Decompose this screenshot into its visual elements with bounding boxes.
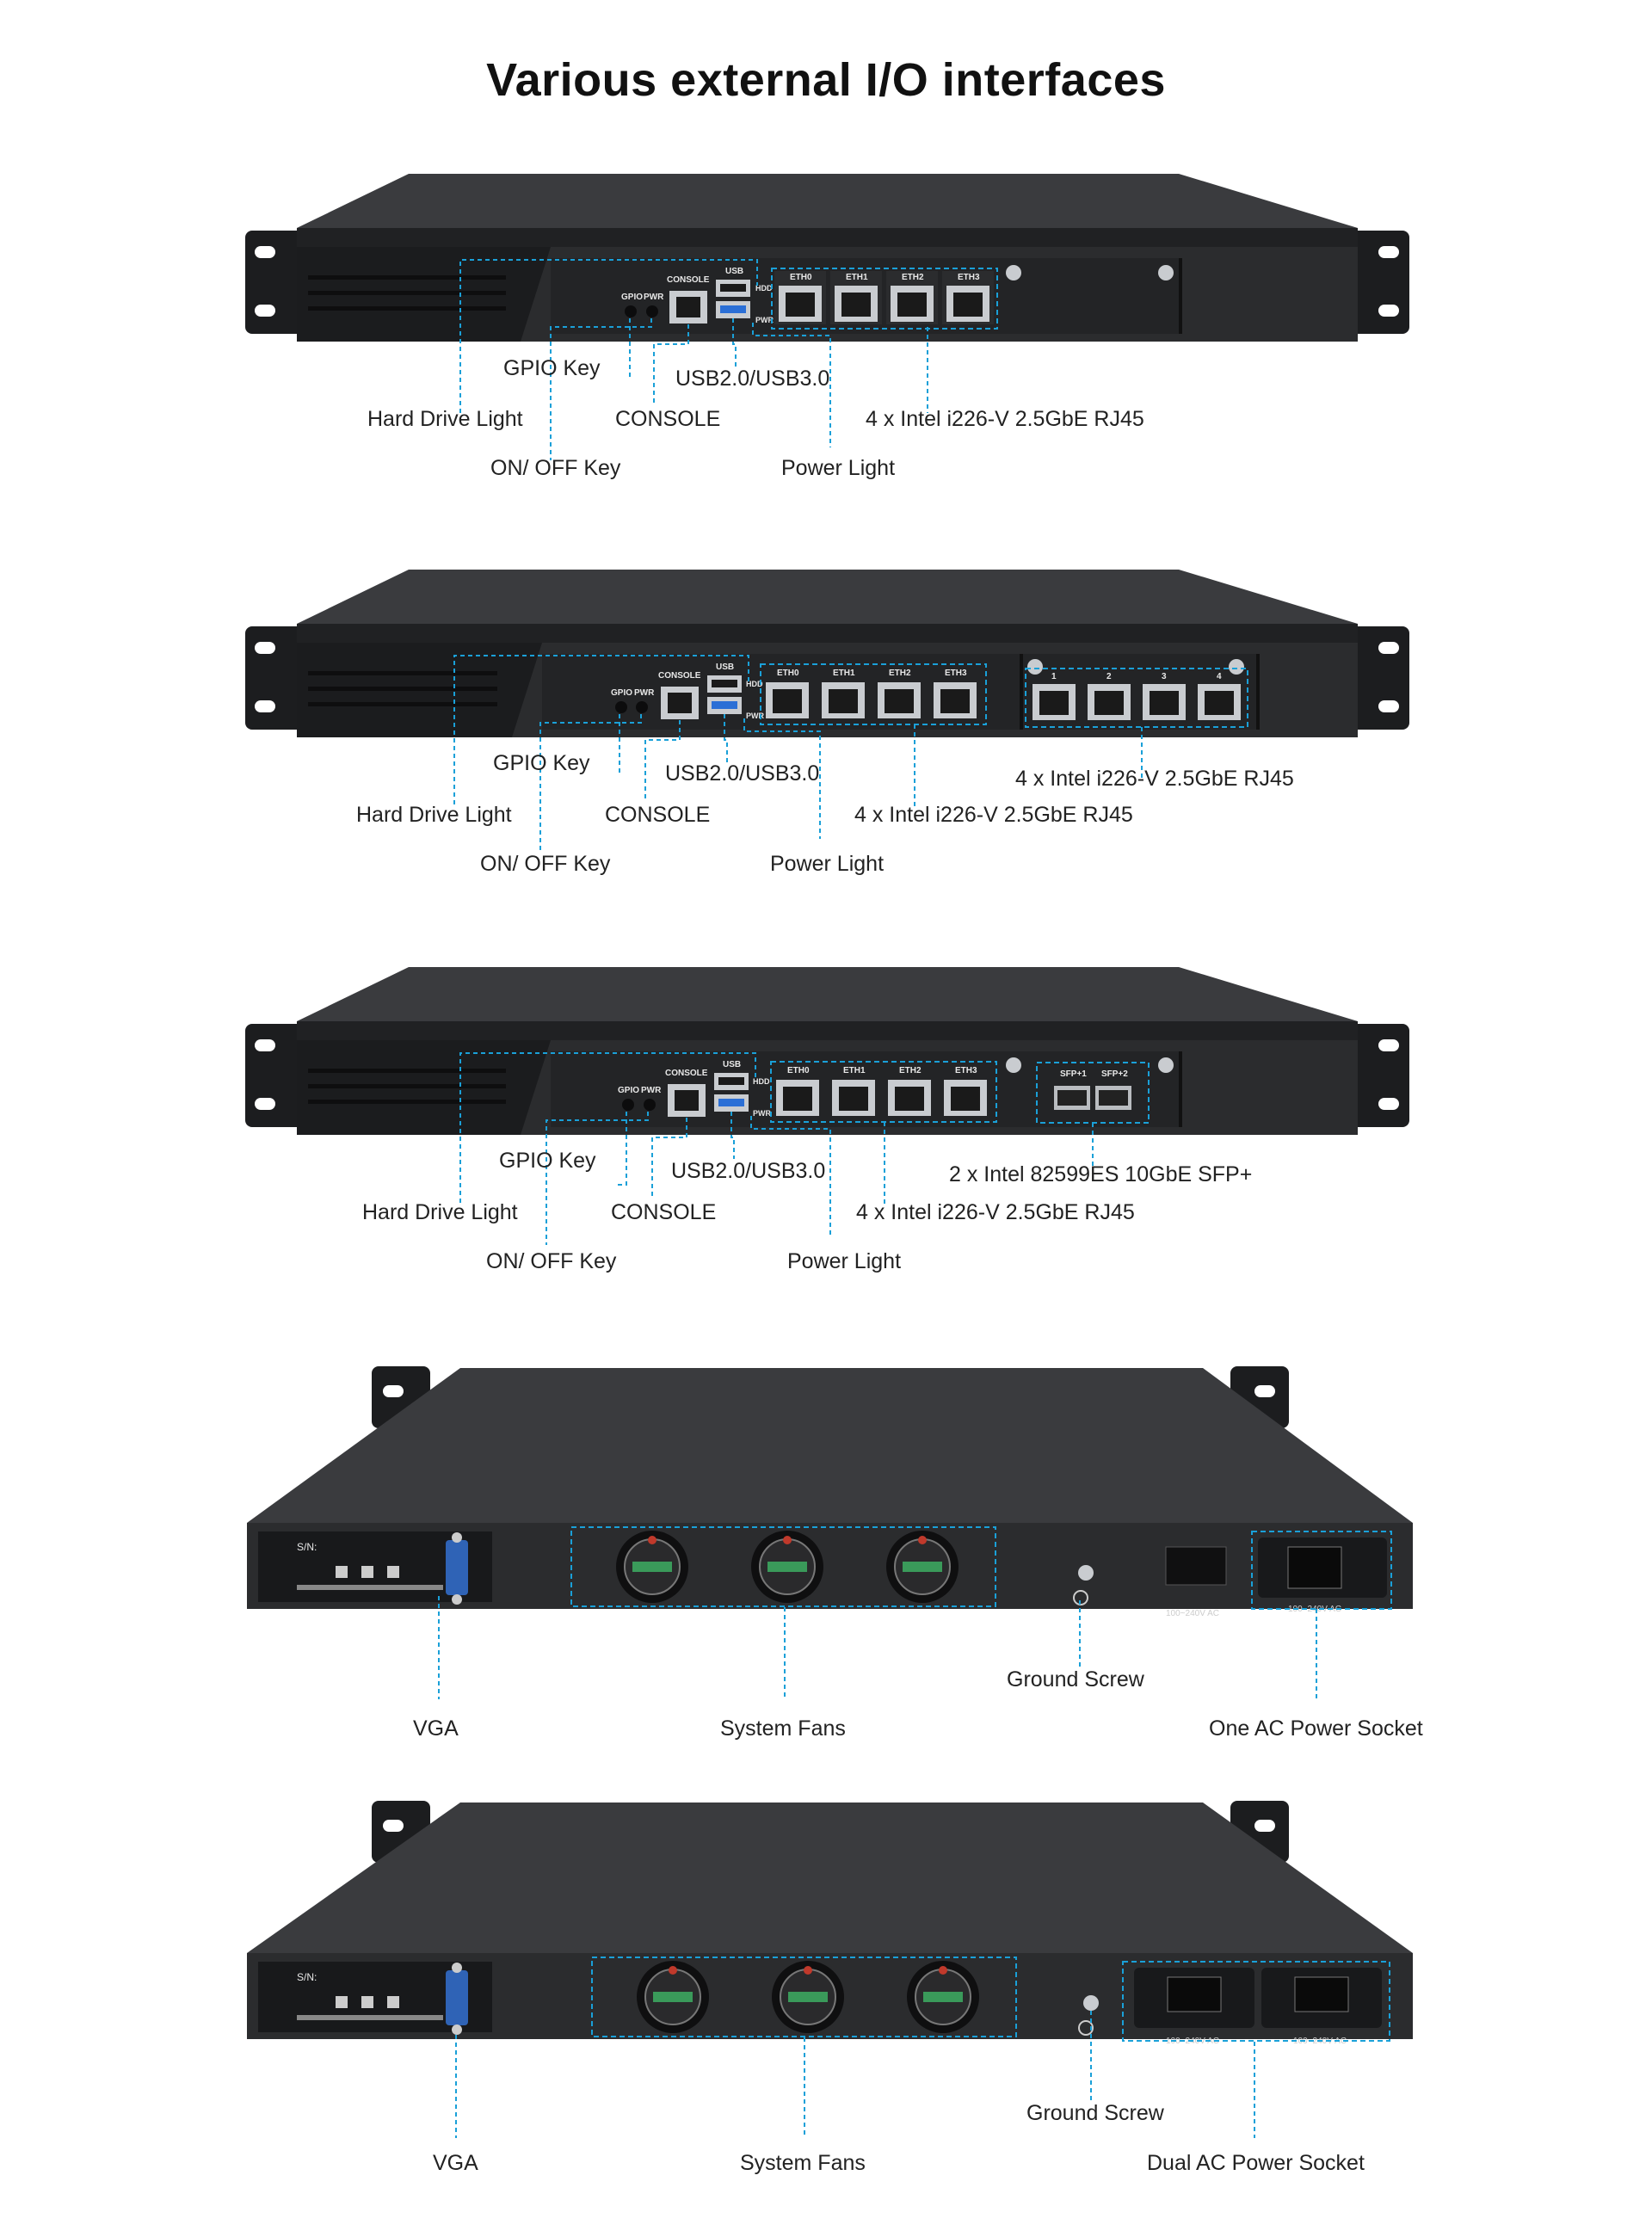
- label-usb: USB2.0/USB3.0: [665, 761, 820, 786]
- front-panel-2: GPIO PWR CONSOLE USB HDD PWR ETH0 ETH1 E…: [0, 564, 1652, 890]
- svg-text:SFP+2: SFP+2: [1101, 1069, 1128, 1079]
- svg-text:ETH0: ETH0: [790, 273, 812, 282]
- svg-text:CONSOLE: CONSOLE: [667, 275, 710, 285]
- svg-text:ETH0: ETH0: [787, 1066, 810, 1075]
- svg-text:HDD: HDD: [755, 284, 773, 293]
- svg-text:ETH2: ETH2: [902, 273, 924, 282]
- rear-panel-2: S/N: 100~240V AC 100~240V AC Ground Scre…: [0, 1794, 1652, 2190]
- label-console: CONSOLE: [615, 407, 721, 431]
- svg-text:ETH1: ETH1: [846, 273, 868, 282]
- label-console: CONSOLE: [611, 1200, 717, 1224]
- svg-text:GPIO: GPIO: [621, 293, 643, 302]
- svg-text:PWR: PWR: [641, 1086, 662, 1095]
- label-gpio-key: GPIO Key: [499, 1149, 596, 1173]
- svg-text:3: 3: [1162, 672, 1167, 681]
- label-vga: VGA: [433, 2151, 478, 2175]
- svg-text:ETH2: ETH2: [889, 669, 911, 678]
- label-on-off-key: ON/ OFF Key: [486, 1249, 617, 1273]
- fan-icon: [637, 1961, 709, 2033]
- svg-text:SFP+1: SFP+1: [1060, 1069, 1087, 1079]
- svg-text:HDD: HDD: [746, 680, 763, 688]
- label-power-light: Power Light: [781, 456, 896, 480]
- svg-text:GPIO: GPIO: [611, 688, 632, 698]
- rear-panel-2-illustration: S/N: 100~240V AC 100~240V AC: [247, 1801, 1413, 2138]
- svg-text:PWR: PWR: [755, 316, 774, 324]
- label-on-off-key: ON/ OFF Key: [490, 456, 621, 480]
- label-ethernet: 4 x Intel i226-V 2.5GbE RJ45: [854, 803, 1133, 827]
- label-gpio-key: GPIO Key: [493, 751, 590, 775]
- label-gpio-key: GPIO Key: [503, 356, 601, 380]
- label-hard-drive-light: Hard Drive Light: [356, 803, 512, 827]
- fan-icon: [907, 1961, 979, 2033]
- svg-text:ETH0: ETH0: [777, 669, 799, 678]
- label-power-light: Power Light: [787, 1249, 902, 1273]
- label-sfp: 2 x Intel 82599ES 10GbE SFP+: [949, 1162, 1253, 1186]
- svg-text:HDD: HDD: [753, 1077, 770, 1086]
- svg-text:CONSOLE: CONSOLE: [665, 1069, 708, 1078]
- label-on-off-key: ON/ OFF Key: [480, 852, 611, 876]
- label-ground-screw: Ground Screw: [1026, 2101, 1164, 2125]
- label-hard-drive-light: Hard Drive Light: [362, 1200, 518, 1224]
- label-usb: USB2.0/USB3.0: [675, 367, 830, 391]
- svg-text:USB: USB: [725, 267, 743, 276]
- svg-text:4: 4: [1217, 672, 1222, 681]
- page-title: Various external I/O interfaces: [486, 54, 1166, 106]
- label-ground-screw: Ground Screw: [1007, 1667, 1144, 1692]
- front-panel-3: GPIO PWR CONSOLE USB HDD PWR ETH0 ETH1 E…: [0, 959, 1652, 1286]
- svg-text:GPIO: GPIO: [618, 1086, 639, 1095]
- svg-text:ETH3: ETH3: [945, 669, 967, 678]
- sn-label: S/N:: [297, 1541, 317, 1553]
- svg-text:1: 1: [1051, 672, 1057, 681]
- svg-text:PWR: PWR: [634, 688, 655, 698]
- label-ethernet: 4 x Intel i226-V 2.5GbE RJ45: [866, 407, 1144, 431]
- label-power-socket: One AC Power Socket: [1209, 1716, 1423, 1741]
- svg-text:ETH3: ETH3: [958, 273, 980, 282]
- svg-text:ETH1: ETH1: [833, 669, 855, 678]
- svg-text:CONSOLE: CONSOLE: [658, 671, 701, 681]
- svg-text:PWR: PWR: [746, 712, 764, 720]
- svg-text:PWR: PWR: [644, 293, 664, 302]
- svg-text:ETH1: ETH1: [843, 1066, 866, 1075]
- rear-panel-1: S/N: 100~240V AC 100~240V AC Ground Scre…: [0, 1359, 1652, 1755]
- fan-icon: [751, 1531, 823, 1603]
- label-power-socket: Dual AC Power Socket: [1147, 2151, 1365, 2175]
- front-panel-1-illustration: GPIO PWR CONSOLE USB HDD PWR ETH0 ETH1 E…: [245, 174, 1409, 460]
- svg-text:ETH2: ETH2: [899, 1066, 922, 1075]
- svg-text:2: 2: [1106, 672, 1112, 681]
- front-panel-2-illustration: GPIO PWR CONSOLE USB HDD PWR ETH0 ETH1 E…: [245, 570, 1409, 852]
- svg-text:USB: USB: [716, 662, 734, 672]
- svg-text:PWR: PWR: [753, 1109, 771, 1118]
- label-system-fans: System Fans: [740, 2151, 866, 2175]
- front-panel-3-illustration: GPIO PWR CONSOLE USB HDD PWR ETH0 ETH1 E…: [245, 967, 1409, 1245]
- label-ethernet-expansion: 4 x Intel i226-V 2.5GbE RJ45: [1015, 767, 1294, 791]
- sn-label: S/N:: [297, 1971, 317, 1983]
- label-power-light: Power Light: [770, 852, 885, 876]
- fan-icon: [886, 1531, 959, 1603]
- fan-icon: [616, 1531, 688, 1603]
- ac-rating-blank: 100~240V AC: [1166, 1609, 1219, 1618]
- label-ethernet: 4 x Intel i226-V 2.5GbE RJ45: [856, 1200, 1135, 1224]
- label-usb: USB2.0/USB3.0: [671, 1159, 826, 1183]
- front-panel-1: GPIO PWR CONSOLE USB HDD PWR ETH0 ETH1 E…: [0, 163, 1652, 490]
- rear-panel-1-illustration: S/N: 100~240V AC 100~240V AC: [247, 1366, 1413, 1699]
- svg-text:ETH3: ETH3: [955, 1066, 977, 1075]
- svg-text:USB: USB: [723, 1060, 741, 1069]
- label-hard-drive-light: Hard Drive Light: [367, 407, 523, 431]
- label-system-fans: System Fans: [720, 1716, 846, 1741]
- label-vga: VGA: [413, 1716, 459, 1741]
- label-console: CONSOLE: [605, 803, 711, 827]
- fan-icon: [772, 1961, 844, 2033]
